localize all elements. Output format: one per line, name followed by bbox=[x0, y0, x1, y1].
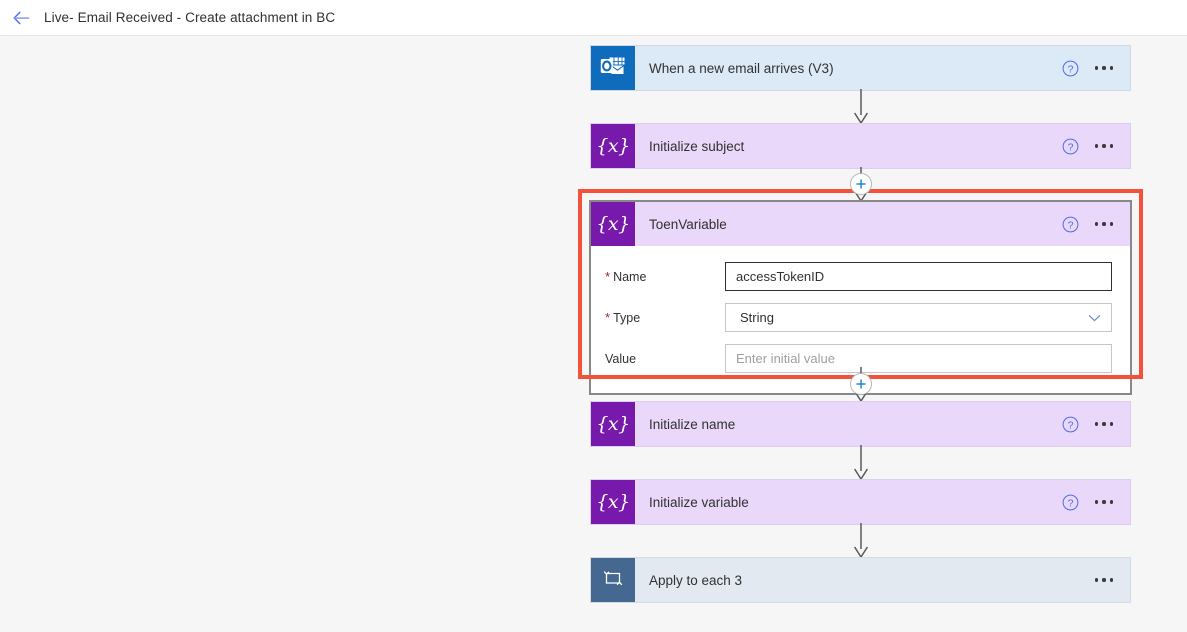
step-header[interactable]: Apply to each 3 bbox=[591, 558, 1130, 602]
step-header[interactable]: {x} Initialize name? bbox=[591, 402, 1130, 446]
step-header[interactable]: {x} Initialize subject? bbox=[591, 124, 1130, 168]
flow-canvas[interactable]: When a new email arrives (V3)? {x} Initial… bbox=[0, 36, 1187, 632]
step-header[interactable]: When a new email arrives (V3)? bbox=[591, 46, 1130, 90]
step-icon bbox=[591, 46, 635, 90]
more-options-icon[interactable] bbox=[1094, 222, 1113, 226]
plus-icon bbox=[856, 179, 866, 189]
arrow-down-icon bbox=[853, 523, 868, 557]
step-actions: ? bbox=[1062, 416, 1131, 433]
svg-text:?: ? bbox=[1067, 419, 1073, 431]
chevron-down-icon bbox=[1088, 314, 1101, 322]
step-title: Apply to each 3 bbox=[649, 572, 743, 588]
field-label: *Type bbox=[605, 310, 641, 325]
loop-repeat-icon bbox=[602, 568, 624, 593]
flow-step-card[interactable]: Apply to each 3 bbox=[590, 557, 1131, 603]
field-row: *Name accessTokenID bbox=[605, 260, 1112, 293]
more-options-icon[interactable] bbox=[1094, 500, 1113, 504]
step-icon: {x} bbox=[591, 124, 635, 168]
step-title: ToenVariable bbox=[649, 216, 727, 232]
arrow-down-icon bbox=[853, 445, 868, 479]
flow-step-card[interactable]: {x} ToenVariable? *Name accessTokenID *Type S… bbox=[590, 201, 1131, 394]
step-header[interactable]: {x} Initialize variable? bbox=[591, 480, 1130, 524]
step-title: Initialize subject bbox=[649, 138, 745, 154]
step-actions bbox=[1094, 578, 1131, 582]
arrow-left-icon bbox=[13, 11, 31, 25]
step-actions: ? bbox=[1062, 216, 1131, 233]
help-icon[interactable]: ? bbox=[1062, 416, 1079, 433]
value-input[interactable]: Enter initial value bbox=[725, 344, 1112, 373]
more-options-icon[interactable] bbox=[1094, 66, 1113, 70]
flow-step-card[interactable]: When a new email arrives (V3)? bbox=[590, 45, 1131, 91]
flow-step-card[interactable]: {x} Initialize subject? bbox=[590, 123, 1131, 169]
svg-text:?: ? bbox=[1067, 141, 1073, 153]
step-title: Initialize variable bbox=[649, 494, 749, 510]
back-button[interactable] bbox=[0, 1, 44, 35]
step-icon: {x} bbox=[591, 202, 635, 246]
arrow-down-icon bbox=[853, 89, 868, 123]
field-row: Value Enter initial value bbox=[605, 342, 1112, 375]
outlook-icon bbox=[600, 55, 626, 82]
svg-text:?: ? bbox=[1067, 219, 1073, 231]
flow-step-card[interactable]: {x} Initialize name? bbox=[590, 401, 1131, 447]
svg-text:?: ? bbox=[1067, 497, 1073, 509]
type-select[interactable]: String bbox=[725, 303, 1112, 332]
flow-step-list: When a new email arrives (V3)? {x} Initial… bbox=[578, 45, 1143, 603]
variable-braces-x-icon: {x} bbox=[596, 490, 630, 513]
variable-braces-x-icon: {x} bbox=[596, 212, 630, 235]
variable-braces-x-icon: {x} bbox=[596, 134, 630, 157]
insert-step-button[interactable] bbox=[850, 373, 872, 395]
field-row: *Type String bbox=[605, 301, 1112, 334]
more-options-icon[interactable] bbox=[1094, 144, 1113, 148]
variable-braces-x-icon: {x} bbox=[596, 412, 630, 435]
help-icon[interactable]: ? bbox=[1062, 60, 1079, 77]
more-options-icon[interactable] bbox=[1094, 578, 1113, 582]
help-icon[interactable]: ? bbox=[1062, 216, 1079, 233]
step-icon: {x} bbox=[591, 402, 635, 446]
name-input[interactable]: accessTokenID bbox=[725, 262, 1112, 291]
step-connector bbox=[590, 89, 1131, 123]
step-connector bbox=[590, 523, 1131, 557]
required-asterisk: * bbox=[605, 269, 611, 284]
step-icon: {x} bbox=[591, 480, 635, 524]
step-actions: ? bbox=[1062, 60, 1131, 77]
top-command-bar: Live- Email Received - Create attachment… bbox=[0, 0, 1187, 36]
help-icon[interactable]: ? bbox=[1062, 138, 1079, 155]
step-actions: ? bbox=[1062, 494, 1131, 511]
step-title: Initialize name bbox=[649, 416, 736, 432]
more-options-icon[interactable] bbox=[1094, 422, 1113, 426]
step-header[interactable]: {x} ToenVariable? bbox=[591, 202, 1130, 246]
svg-text:?: ? bbox=[1067, 63, 1073, 75]
step-actions: ? bbox=[1062, 138, 1131, 155]
step-title: When a new email arrives (V3) bbox=[649, 60, 834, 76]
step-connector bbox=[590, 445, 1131, 479]
plus-icon bbox=[856, 379, 866, 389]
insert-step-button[interactable] bbox=[850, 173, 872, 195]
step-icon bbox=[591, 558, 635, 602]
field-label: *Name bbox=[605, 269, 647, 284]
field-label: Value bbox=[605, 351, 637, 366]
help-icon[interactable]: ? bbox=[1062, 494, 1079, 511]
page-title: Live- Email Received - Create attachment… bbox=[44, 10, 336, 25]
required-asterisk: * bbox=[605, 310, 611, 325]
flow-step-card[interactable]: {x} Initialize variable? bbox=[590, 479, 1131, 525]
